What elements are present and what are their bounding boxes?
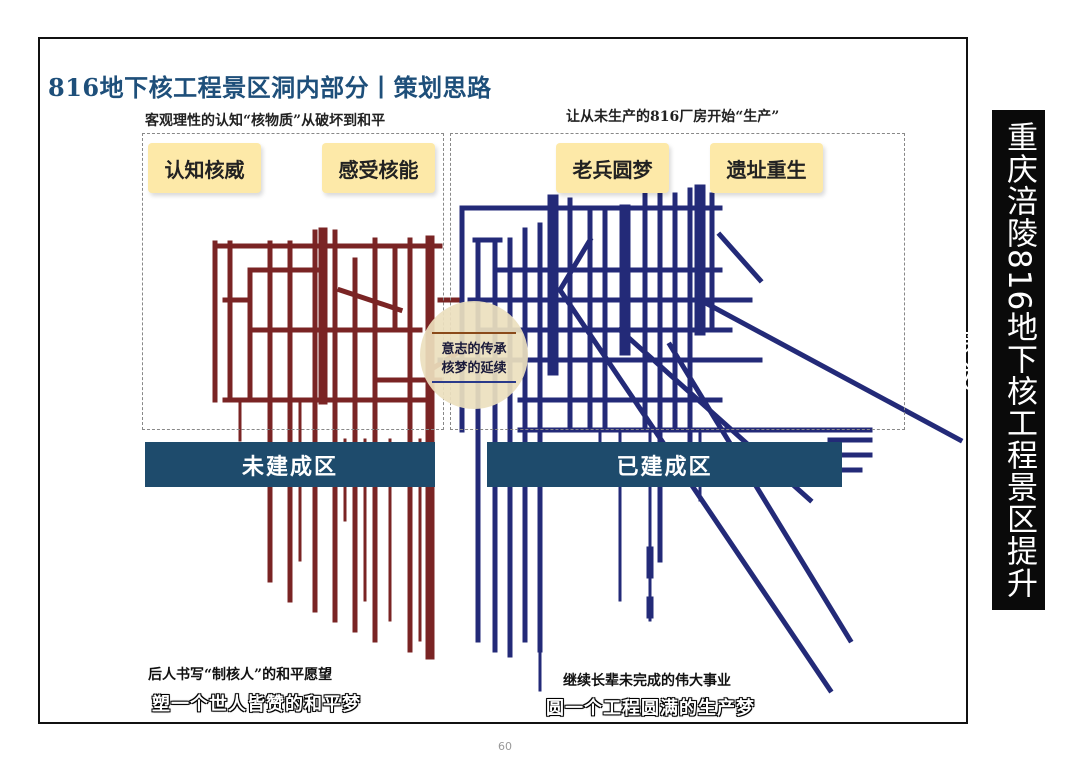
tag-feel-nuclear-energy: 感受核能 [322,143,435,193]
right-footer-line-1: 继续长辈未完成的伟大事业 [563,673,731,689]
built-zone-label: 已建成区 [487,442,842,487]
right-footer-line-2: 圆一个工程圆满的生产梦 [546,698,755,719]
center-arrow-bottom [432,381,516,383]
sidebar-project-title: 重庆涪陵816地下核工程景区提升策划 [948,110,1045,610]
unbuilt-zone-label: 未建成区 [145,442,435,487]
right-subheading: 让从未生产的816厂房开始“生产” [566,109,780,125]
center-line-2: 核梦的延续 [441,361,507,376]
page-number: 60 [498,740,512,753]
center-line-1: 意志的传承 [441,342,507,357]
tag-veteran-dream: 老兵圆梦 [556,143,669,193]
tag-site-rebirth: 遗址重生 [710,143,823,193]
right-dashed-box [450,133,905,430]
left-dashed-box [142,133,444,430]
center-caption: 意志的传承 核梦的延续 [418,340,530,378]
center-arrow-top [432,332,516,334]
page-title: 816地下核工程景区洞内部分丨策划思路 [48,73,492,102]
tag-cognize-nuclear: 认知核威 [148,143,261,193]
center-circle [420,301,528,409]
left-footer-line-1: 后人书写“制核人”的和平愿望 [148,667,333,683]
left-footer-line-2: 塑一个世人皆赞的和平梦 [152,694,361,715]
left-subheading: 客观理性的认知“核物质”从破坏到和平 [145,113,386,129]
